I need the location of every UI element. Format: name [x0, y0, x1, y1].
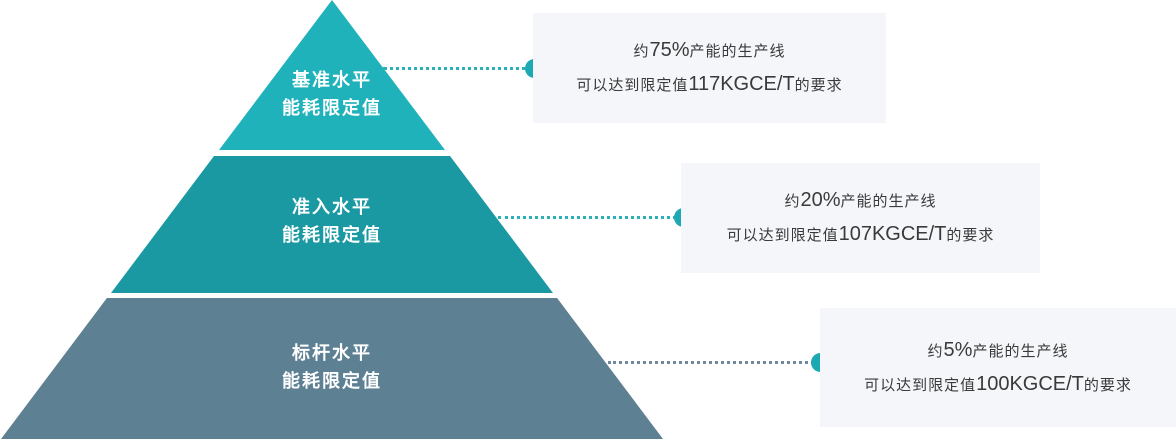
- tier-entry-label-line1: 准入水平: [292, 197, 372, 217]
- callout-pacesetter: 约5%产能的生产线 可以达到限定值100KGCE/T的要求: [820, 308, 1176, 427]
- tier-benchmark-label: 基准水平 能耗限定值: [219, 66, 445, 122]
- callout-entry: 约20%产能的生产线 可以达到限定值107KGCE/T的要求: [681, 163, 1040, 273]
- pyramid-tier-pacesetter: 标杆水平 能耗限定值: [1, 298, 663, 439]
- callout-pacesetter-line2: 可以达到限定值100KGCE/T的要求: [864, 372, 1132, 395]
- tier-benchmark-label-line1: 基准水平: [292, 70, 372, 90]
- tier-pacesetter-label-line1: 标杆水平: [292, 343, 372, 363]
- callout-entry-line1: 约20%产能的生产线: [784, 189, 937, 211]
- callout-benchmark-line1: 约75%产能的生产线: [633, 39, 786, 61]
- dotted-connector-entry: [498, 216, 683, 219]
- tier-entry-label-line2: 能耗限定值: [282, 225, 382, 245]
- tier-pacesetter-label-line2: 能耗限定值: [282, 371, 382, 391]
- dotted-connector-pacesetter: [608, 361, 820, 364]
- pyramid-tier-entry: 准入水平 能耗限定值: [111, 156, 553, 293]
- pyramid-tier-benchmark: 基准水平 能耗限定值: [219, 0, 445, 150]
- callout-entry-line2: 可以达到限定值107KGCE/T的要求: [726, 223, 995, 245]
- callout-benchmark-line2: 可以达到限定值117KGCE/T的要求: [576, 73, 843, 95]
- tier-pacesetter-label: 标杆水平 能耗限定值: [1, 339, 663, 395]
- tier-entry-label: 准入水平 能耗限定值: [111, 193, 553, 249]
- tier-benchmark-label-line2: 能耗限定值: [282, 98, 382, 118]
- dotted-connector-benchmark: [383, 67, 533, 70]
- callout-pacesetter-line1: 约5%产能的生产线: [927, 338, 1069, 361]
- callout-benchmark: 约75%产能的生产线 可以达到限定值117KGCE/T的要求: [533, 13, 886, 123]
